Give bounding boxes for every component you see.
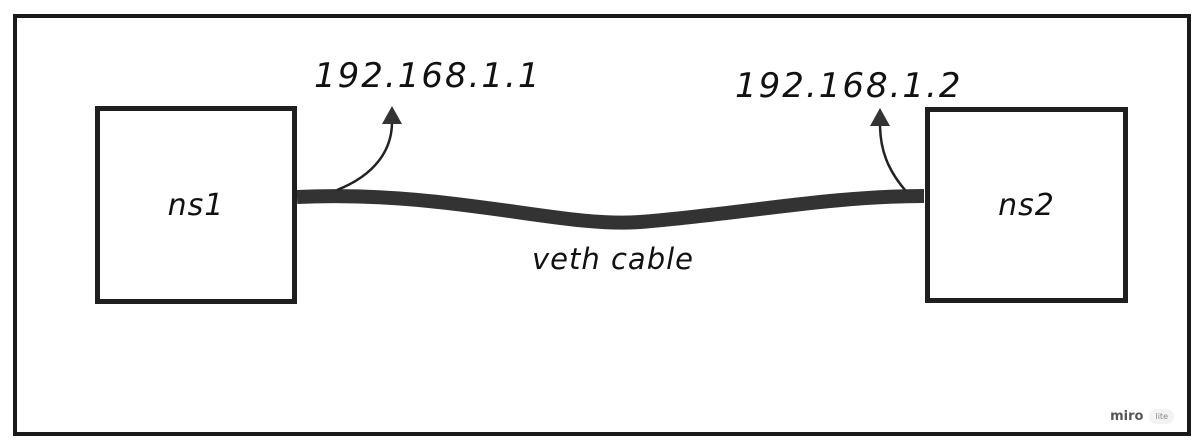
ip2-arrow (878, 123, 906, 191)
miro-watermark: miro lite (1110, 409, 1174, 424)
diagram-frame (13, 14, 1191, 436)
ip2-arrowhead-icon (870, 108, 890, 126)
miro-lite-badge: lite (1149, 409, 1174, 424)
ns1-ip-label: 192.168.1.1 (314, 56, 542, 96)
ns2-ip-label: 192.168.1.2 (735, 66, 963, 106)
namespace-ns2-box[interactable]: ns2 (925, 107, 1128, 303)
miro-brand-text: miro (1110, 409, 1144, 424)
namespace-ns2-label: ns2 (998, 187, 1055, 223)
namespace-ns1-label: ns1 (167, 187, 225, 223)
namespace-ns1-box[interactable]: ns1 (95, 106, 297, 304)
veth-cable-label: veth cable (532, 242, 694, 276)
ip1-arrow (336, 121, 394, 192)
veth-cable (296, 189, 925, 230)
ip1-arrowhead-icon (382, 106, 402, 124)
